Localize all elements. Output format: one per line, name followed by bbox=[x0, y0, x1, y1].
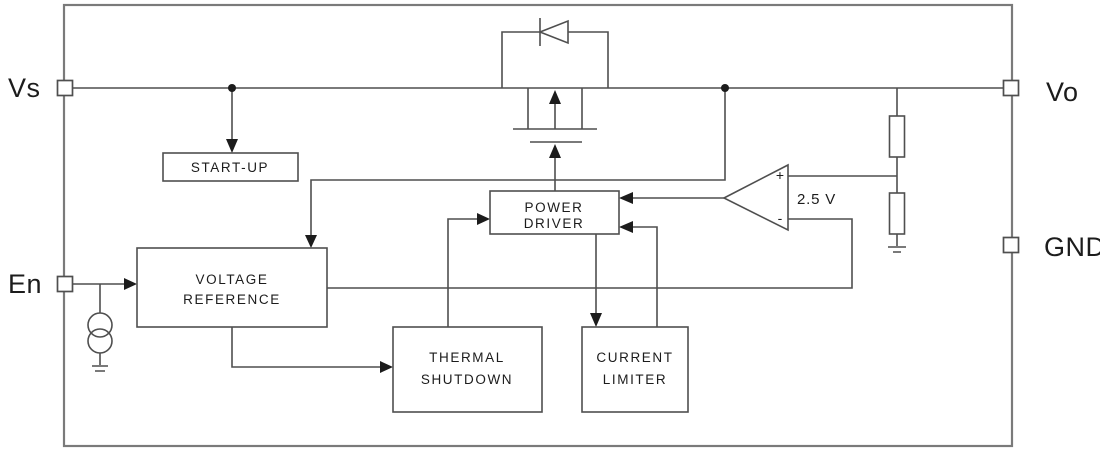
pin-vo bbox=[1002, 79, 1020, 97]
pin-label-vo: Vo bbox=[1046, 77, 1079, 107]
power-driver-label-line2: DRIVER bbox=[524, 216, 585, 231]
thermal-shutdown-label-line1: THERMAL bbox=[429, 350, 505, 365]
voltage-reference-label-line2: REFERENCE bbox=[183, 292, 281, 307]
voltage-reference-box bbox=[136, 247, 328, 328]
ground-icon bbox=[888, 246, 906, 253]
current-source-icon bbox=[87, 312, 113, 372]
diode-triangle bbox=[537, 19, 569, 45]
error-amplifier-icon: + - 2.5 V bbox=[722, 163, 836, 232]
arrowheads bbox=[124, 90, 633, 373]
reference-to-thermal-wire bbox=[231, 327, 380, 368]
feedback-resistor-icon bbox=[888, 192, 906, 235]
junction-dot bbox=[228, 84, 236, 92]
thermal-shutdown-label-line2: SHUTDOWN bbox=[421, 372, 513, 387]
pin-gnd bbox=[1002, 236, 1020, 254]
thermal-to-driver-wire bbox=[447, 218, 477, 327]
arrow-amp-into-driver bbox=[619, 192, 633, 204]
feedback-resistor-divider bbox=[888, 115, 906, 253]
limiter-to-driver-wire bbox=[633, 226, 658, 327]
arrow-body-terminal bbox=[549, 90, 561, 104]
current-limiter-label-line2: LIMITER bbox=[603, 372, 667, 387]
pin-label-gnd: GND bbox=[1044, 232, 1100, 262]
reference-voltage-label: 2.5 V bbox=[797, 191, 836, 208]
pin-label-en: En bbox=[8, 269, 42, 299]
error-amplifier-triangle bbox=[722, 163, 789, 232]
voltage-reference-label-line1: VOLTAGE bbox=[196, 272, 269, 287]
body-diode-icon bbox=[537, 18, 569, 46]
body-diode-loop-wire bbox=[501, 31, 609, 88]
arrow-enable-into-reference bbox=[124, 278, 137, 290]
current-source-circle bbox=[87, 312, 113, 338]
amp-minus-sign: - bbox=[778, 210, 783, 226]
reference-to-amp-wire bbox=[327, 218, 853, 289]
thermal-shutdown-box bbox=[392, 326, 543, 413]
output-sense-wire bbox=[310, 88, 726, 236]
amp-plus-sign: + bbox=[776, 167, 784, 183]
current-source-circle bbox=[87, 328, 113, 354]
block-voltage-reference: VOLTAGE REFERENCE bbox=[136, 247, 328, 328]
current-limiter-box bbox=[581, 326, 689, 413]
ground-icon bbox=[92, 365, 108, 372]
feedback-resistor-icon bbox=[888, 115, 906, 158]
block-power-driver: POWER DRIVER bbox=[489, 190, 620, 235]
block-start-up: START-UP bbox=[162, 152, 299, 182]
pin-en bbox=[56, 275, 74, 293]
block-current-limiter: CURRENT LIMITER bbox=[581, 326, 689, 413]
wires bbox=[73, 31, 1003, 368]
junction-dot bbox=[721, 84, 729, 92]
arrow-gate-drive bbox=[549, 144, 561, 158]
power-driver-label-line1: POWER bbox=[524, 200, 583, 215]
mosfet-source-drain-stubs bbox=[527, 88, 583, 129]
arrow-into-reference-top bbox=[305, 235, 317, 248]
pin-label-vs: Vs bbox=[8, 73, 41, 103]
arrow-driver-into-limiter bbox=[590, 313, 602, 327]
chip-outline bbox=[62, 3, 1014, 448]
arrow-limiter-into-driver bbox=[619, 221, 633, 233]
arrow-into-thermal bbox=[380, 361, 393, 373]
arrow-thermal-into-driver bbox=[477, 213, 490, 225]
arrow-into-startup bbox=[226, 139, 238, 153]
start-up-box bbox=[162, 152, 299, 182]
pmos-pass-transistor-icon bbox=[513, 88, 597, 143]
start-up-label: START-UP bbox=[191, 160, 269, 175]
pin-vs bbox=[56, 79, 74, 97]
pins: Vs En Vo GND bbox=[8, 73, 1100, 299]
block-thermal-shutdown: THERMAL SHUTDOWN bbox=[392, 326, 543, 413]
power-driver-box bbox=[489, 190, 620, 235]
current-limiter-label-line1: CURRENT bbox=[596, 350, 673, 365]
